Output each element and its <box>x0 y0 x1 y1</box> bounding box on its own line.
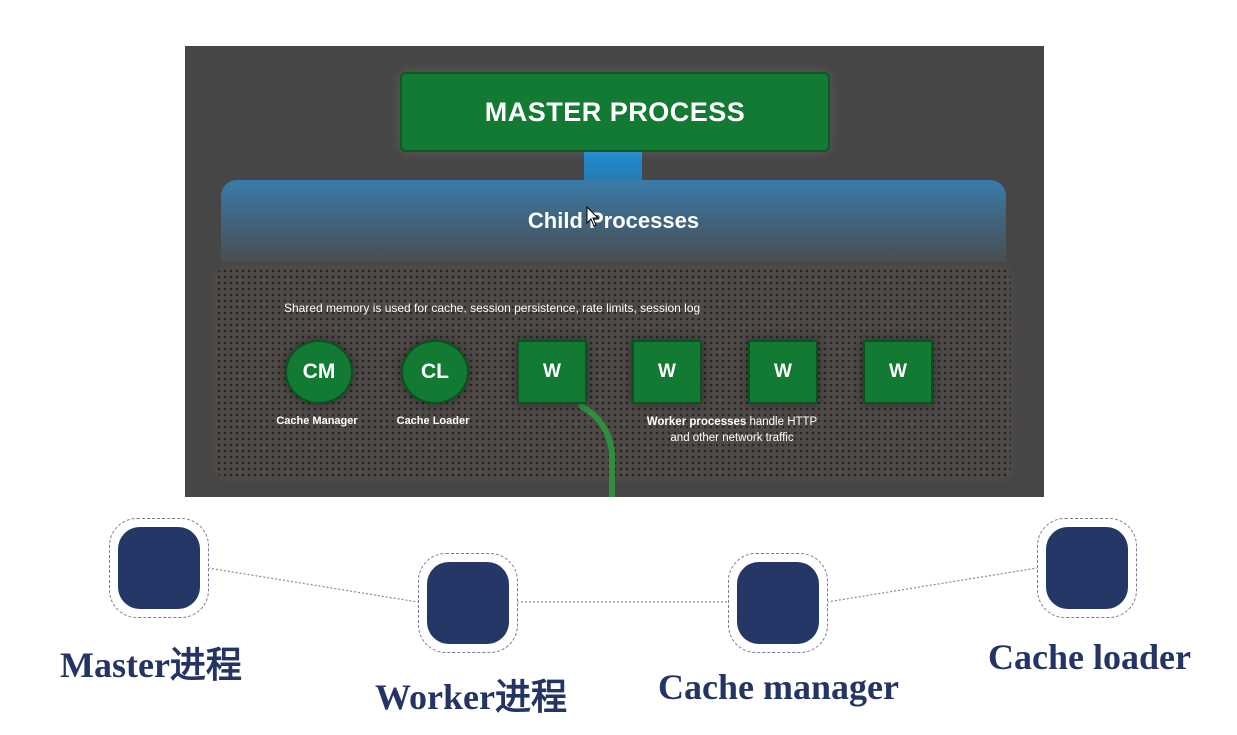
worker-processes-label: Worker processes handle HTTP and other n… <box>634 414 830 446</box>
worker-abbr: W <box>774 361 792 382</box>
caption-worker: Worker进程 <box>375 677 567 717</box>
mouse-cursor-icon <box>586 206 600 227</box>
child-processes-band: Child Processes <box>221 180 1006 262</box>
master-process-icon <box>109 518 209 618</box>
master-process-box: MASTER PROCESS <box>400 72 830 152</box>
cache-loader-icon <box>1037 518 1137 618</box>
worker-node-3: W <box>748 340 818 404</box>
caption-cache-manager: Cache manager <box>658 667 899 707</box>
worker-node-1: W <box>517 340 587 404</box>
worker-abbr: W <box>889 361 907 382</box>
cache-manager-icon <box>728 553 828 653</box>
cache-loader-abbr: CL <box>421 360 449 383</box>
caption-cache-loader: Cache loader <box>988 637 1191 677</box>
caption-master: Master进程 <box>60 645 242 685</box>
architecture-screenshot: MASTER PROCESS Child Processes Shared me… <box>185 46 1044 497</box>
shared-memory-text: Shared memory is used for cache, session… <box>284 301 701 315</box>
worker-node-4: W <box>863 340 933 404</box>
worker-process-icon <box>418 553 518 653</box>
cache-loader-label: Cache Loader <box>396 415 470 427</box>
worker-abbr: W <box>658 361 676 382</box>
worker-label-rest: handle HTTP <box>746 416 818 428</box>
cache-manager-label: Cache Manager <box>276 415 358 427</box>
worker-label-bold: Worker processes <box>646 416 747 428</box>
worker-network-wire <box>578 403 615 497</box>
shared-memory-area: Shared memory is used for cache, session… <box>216 268 1011 497</box>
master-process-label: MASTER PROCESS <box>484 96 746 127</box>
worker-node-2: W <box>632 340 702 404</box>
cache-loader-node: CL <box>401 340 469 404</box>
child-processes-label: Child Processes <box>527 208 700 233</box>
cache-manager-abbr: CM <box>302 360 336 383</box>
worker-abbr: W <box>543 361 561 382</box>
cache-manager-node: CM <box>285 340 353 404</box>
worker-label-line2: and other network traffic <box>670 432 794 444</box>
